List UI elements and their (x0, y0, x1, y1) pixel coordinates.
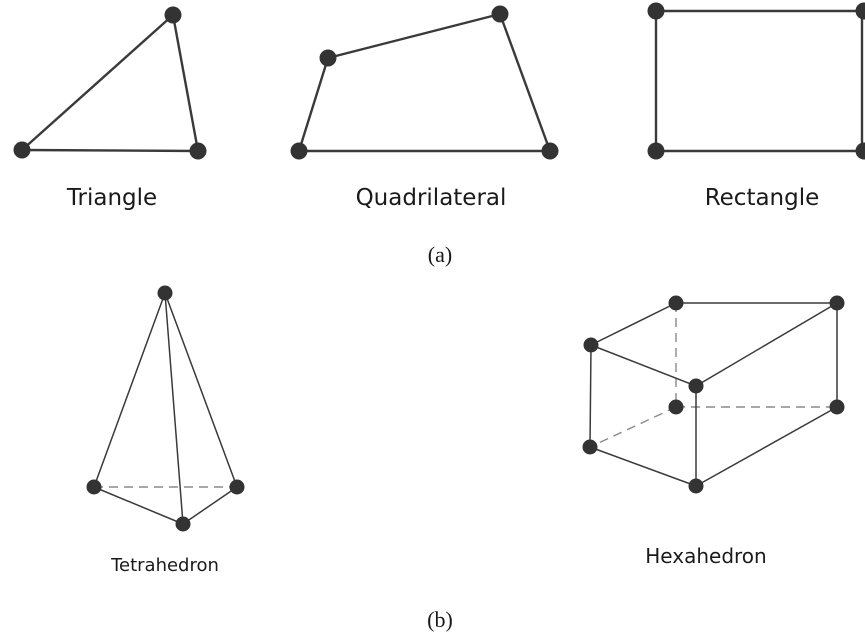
rectangle-node (855, 142, 865, 160)
hexahedron-edge (695, 302, 838, 387)
quadrilateral-shape (290, 5, 559, 160)
panel-a: Triangle Quadrilateral Rectangle (a) (13, 2, 865, 267)
hexahedron-node (583, 337, 599, 353)
triangle-node (164, 6, 182, 24)
hexahedron-node (582, 439, 598, 455)
quadrilateral-node (319, 49, 337, 67)
tetrahedron-edge (182, 486, 238, 525)
triangle-node (189, 142, 207, 160)
rectangle-node (647, 2, 665, 20)
hexahedron-node (688, 478, 704, 494)
rectangle-node (855, 2, 865, 20)
hexahedron-edge (589, 446, 697, 487)
hexahedron-hidden-edge (589, 406, 677, 448)
hexahedron-label: Hexahedron (645, 544, 766, 568)
tetrahedron-edge (93, 486, 184, 525)
rectangle-node (647, 142, 665, 160)
rectangle-label: Rectangle (705, 185, 820, 211)
rectangle-shape (647, 2, 865, 160)
triangle-label: Triangle (66, 185, 157, 211)
quadrilateral-outline (297, 12, 552, 153)
hexahedron-node (688, 378, 704, 394)
tetrahedron-edge (93, 292, 166, 488)
triangle-edge (20, 13, 175, 152)
hexahedron-node (668, 295, 684, 311)
hexahedron-shape (582, 295, 845, 494)
panel-a-caption: (a) (428, 242, 452, 267)
quadrilateral-node (290, 142, 308, 160)
triangle-edge (171, 13, 200, 153)
tetrahedron-shape (86, 285, 245, 532)
quadrilateral-node (541, 142, 559, 160)
panel-b: Tetrahedron Hexahed (86, 285, 845, 632)
hexahedron-edge (590, 302, 677, 346)
hexahedron-node (829, 399, 845, 415)
hexahedron-edge (589, 344, 592, 448)
panel-b-caption: (b) (427, 607, 453, 632)
triangle-node (13, 141, 31, 159)
hexahedron-edge (590, 344, 697, 387)
triangle-edge (20, 148, 200, 153)
tetrahedron-node (229, 479, 245, 495)
hexahedron-node (668, 399, 684, 415)
hexahedron-edge (695, 406, 838, 487)
hexahedron-node (829, 295, 845, 311)
tetrahedron-edge (164, 292, 184, 525)
tetrahedron-node (157, 285, 173, 301)
tetrahedron-node (175, 516, 191, 532)
quadrilateral-node (491, 5, 509, 23)
quadrilateral-label: Quadrilateral (356, 185, 507, 211)
tetrahedron-node (86, 479, 102, 495)
tetrahedron-label: Tetrahedron (110, 555, 219, 576)
tetrahedron-edge (164, 292, 238, 488)
triangle-shape (13, 6, 207, 160)
